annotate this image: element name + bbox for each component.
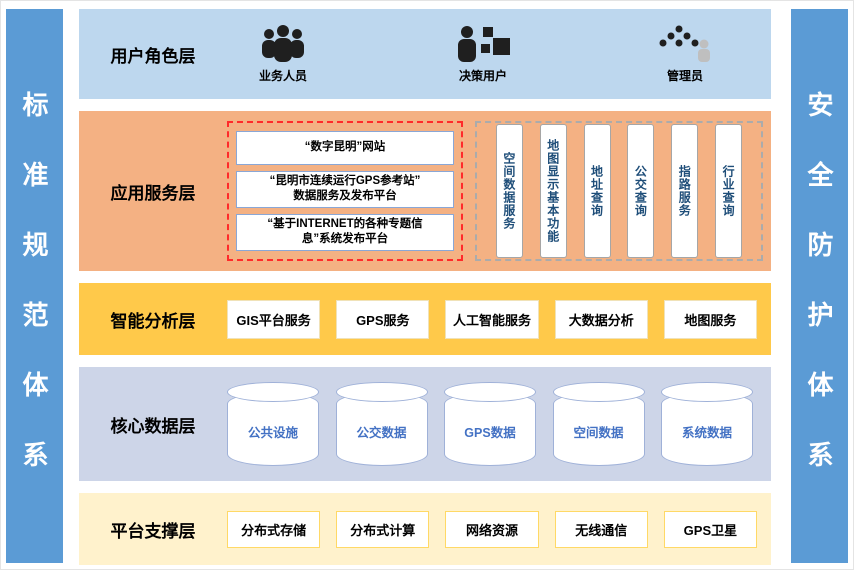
cylinder-top bbox=[444, 382, 536, 402]
support-box: 分布式计算 bbox=[336, 510, 430, 548]
cylinder-body bbox=[444, 392, 536, 466]
database-label: 空间数据 bbox=[573, 426, 624, 440]
platform-box: “数字昆明”网站 bbox=[236, 131, 454, 165]
database-cylinder: 公交数据 bbox=[335, 382, 428, 466]
layer-platform-support: 平台支撑层 分布式存储 分布式计算 网络资源 无线通信 GPS卫星 bbox=[79, 493, 771, 565]
layer-user-role-label: 用户角色层 bbox=[110, 46, 196, 66]
role-label: 业务人员 bbox=[258, 69, 307, 83]
database-row: 公共设施 公交数据 GPS数据 空间数据 bbox=[227, 382, 771, 466]
security-system-pillar: 安全防护体系 bbox=[791, 9, 848, 563]
database-label: 公共设施 bbox=[247, 426, 298, 440]
decision-user-icon bbox=[455, 24, 511, 64]
service-box: 指路服务 bbox=[671, 124, 699, 258]
layer-platform-support-label: 平台支撑层 bbox=[110, 521, 196, 541]
business-users-icon bbox=[257, 24, 309, 64]
cylinder-body bbox=[552, 392, 645, 466]
cylinder-body bbox=[661, 392, 753, 466]
database-cylinder: 空间数据 bbox=[552, 382, 645, 466]
layer-intelligent-analysis: 智能分析层 GIS平台服务 GPS服务 人工智能服务 大数据分析 地图服务 bbox=[79, 283, 771, 355]
cylinder-body bbox=[335, 392, 428, 466]
service-label: 指路服务 bbox=[677, 165, 692, 217]
role-label: 管理员 bbox=[666, 69, 703, 83]
layer-user-role: 用户角色层 业务人员 bbox=[79, 9, 771, 99]
service-box: 空间数据服务 bbox=[495, 124, 523, 258]
support-box: GPS卫星 bbox=[663, 510, 758, 548]
security-system-label: 安全防护体系 bbox=[804, 91, 834, 511]
database-cylinder: 公共设施 bbox=[227, 382, 319, 466]
database-label: 系统数据 bbox=[681, 426, 732, 440]
analysis-box: GIS平台服务 bbox=[227, 299, 321, 339]
database-cylinder: GPS数据 bbox=[444, 382, 536, 466]
layer-stack: 用户角色层 业务人员 bbox=[79, 9, 771, 565]
service-label: 地图显示基本功能 bbox=[545, 139, 560, 243]
service-box: 行业查询 bbox=[715, 124, 743, 258]
admin-icon bbox=[657, 24, 713, 64]
service-label: 空间数据服务 bbox=[501, 152, 516, 230]
service-box: 地址查询 bbox=[583, 124, 611, 258]
service-group: 空间数据服务 地图显示基本功能 地址查询 公交查询 指路服务 行业查询 bbox=[475, 121, 763, 261]
analysis-box: 地图服务 bbox=[663, 299, 758, 339]
role-decision-users: 决策用户 bbox=[455, 24, 511, 84]
support-box: 分布式存储 bbox=[227, 510, 321, 548]
service-label: 行业查询 bbox=[721, 165, 736, 217]
database-label: 公交数据 bbox=[356, 426, 407, 440]
layer-application-service-label: 应用服务层 bbox=[110, 183, 196, 203]
roles-row: 业务人员 决策用户 bbox=[227, 24, 771, 84]
cylinder-top bbox=[661, 382, 753, 402]
service-box: 地图显示基本功能 bbox=[539, 124, 567, 258]
support-box: 网络资源 bbox=[445, 510, 539, 548]
cylinder-top bbox=[227, 382, 319, 402]
analysis-box: 人工智能服务 bbox=[445, 299, 539, 339]
analysis-row: GIS平台服务 GPS服务 人工智能服务 大数据分析 地图服务 bbox=[227, 299, 771, 339]
service-box: 公交查询 bbox=[627, 124, 655, 258]
platform-box: “基于INTERNET的各种专题信 息”系统发布平台 bbox=[236, 213, 454, 251]
cylinder-top bbox=[335, 382, 428, 402]
support-row: 分布式存储 分布式计算 网络资源 无线通信 GPS卫星 bbox=[227, 510, 771, 548]
database-cylinder: 系统数据 bbox=[661, 382, 753, 466]
database-label: GPS数据 bbox=[464, 426, 516, 440]
platform-group: “数字昆明”网站 “昆明市连续运行GPS参考站” 数据服务及发布平台 “基于IN… bbox=[227, 121, 463, 261]
role-label: 决策用户 bbox=[458, 69, 507, 83]
layer-application-service: 应用服务层 “数字昆明”网站 “昆明市连续运行GPS参考站” 数据服务及发布平台… bbox=[79, 111, 771, 271]
role-admin: 管理员 bbox=[657, 24, 713, 84]
cylinder-top bbox=[552, 382, 645, 402]
analysis-box: GPS服务 bbox=[336, 299, 430, 339]
platform-box: “昆明市连续运行GPS参考站” 数据服务及发布平台 bbox=[236, 170, 454, 208]
service-label: 公交查询 bbox=[633, 165, 648, 217]
application-content: “数字昆明”网站 “昆明市连续运行GPS参考站” 数据服务及发布平台 “基于IN… bbox=[227, 111, 771, 271]
layer-core-data: 核心数据层 公共设施 公交数据 GPS数据 bbox=[79, 367, 771, 481]
analysis-box: 大数据分析 bbox=[554, 299, 648, 339]
standards-system-pillar: 标准规范体系 bbox=[6, 9, 63, 563]
service-label: 地址查询 bbox=[589, 165, 604, 217]
layer-intelligent-analysis-label: 智能分析层 bbox=[110, 311, 196, 331]
layer-core-data-label: 核心数据层 bbox=[110, 416, 196, 436]
standards-system-label: 标准规范体系 bbox=[19, 91, 49, 511]
support-box: 无线通信 bbox=[554, 510, 648, 548]
role-business-users: 业务人员 bbox=[257, 24, 309, 84]
